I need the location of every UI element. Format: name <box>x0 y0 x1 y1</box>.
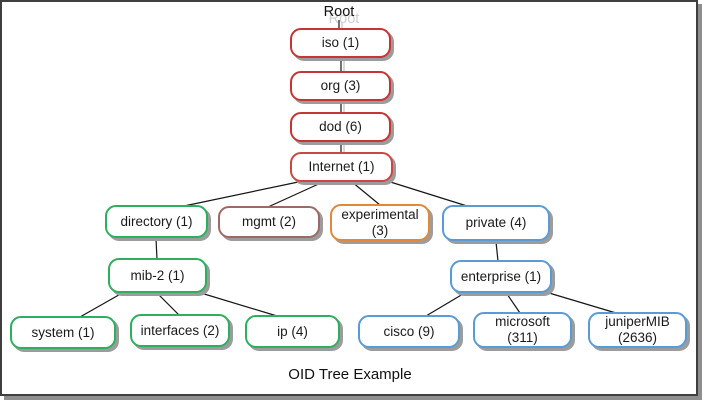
connector-enterprise-cisco <box>425 290 469 317</box>
connector-enterprise-microsoft <box>506 293 521 314</box>
connector-mib2-system <box>79 291 125 318</box>
root-label-shadow: Root <box>328 11 360 27</box>
connector-internet-directory <box>183 180 304 207</box>
connector-mib2-interfaces <box>157 293 180 316</box>
connector-internet-experimental <box>351 181 381 206</box>
diagram-caption: OID Tree Example <box>288 366 412 383</box>
connector-mib2-ip <box>190 289 278 317</box>
root-node: Root Root <box>287 4 391 34</box>
connector-internet-private <box>383 179 468 207</box>
diagram-frame <box>0 0 698 396</box>
connector-enterprise-junipermib <box>538 289 617 314</box>
root-label: Root <box>323 4 355 20</box>
connector-directory-mib2 <box>155 238 158 260</box>
connector-private-enterprise <box>495 241 499 262</box>
connector-internet-mgmt <box>267 181 324 208</box>
